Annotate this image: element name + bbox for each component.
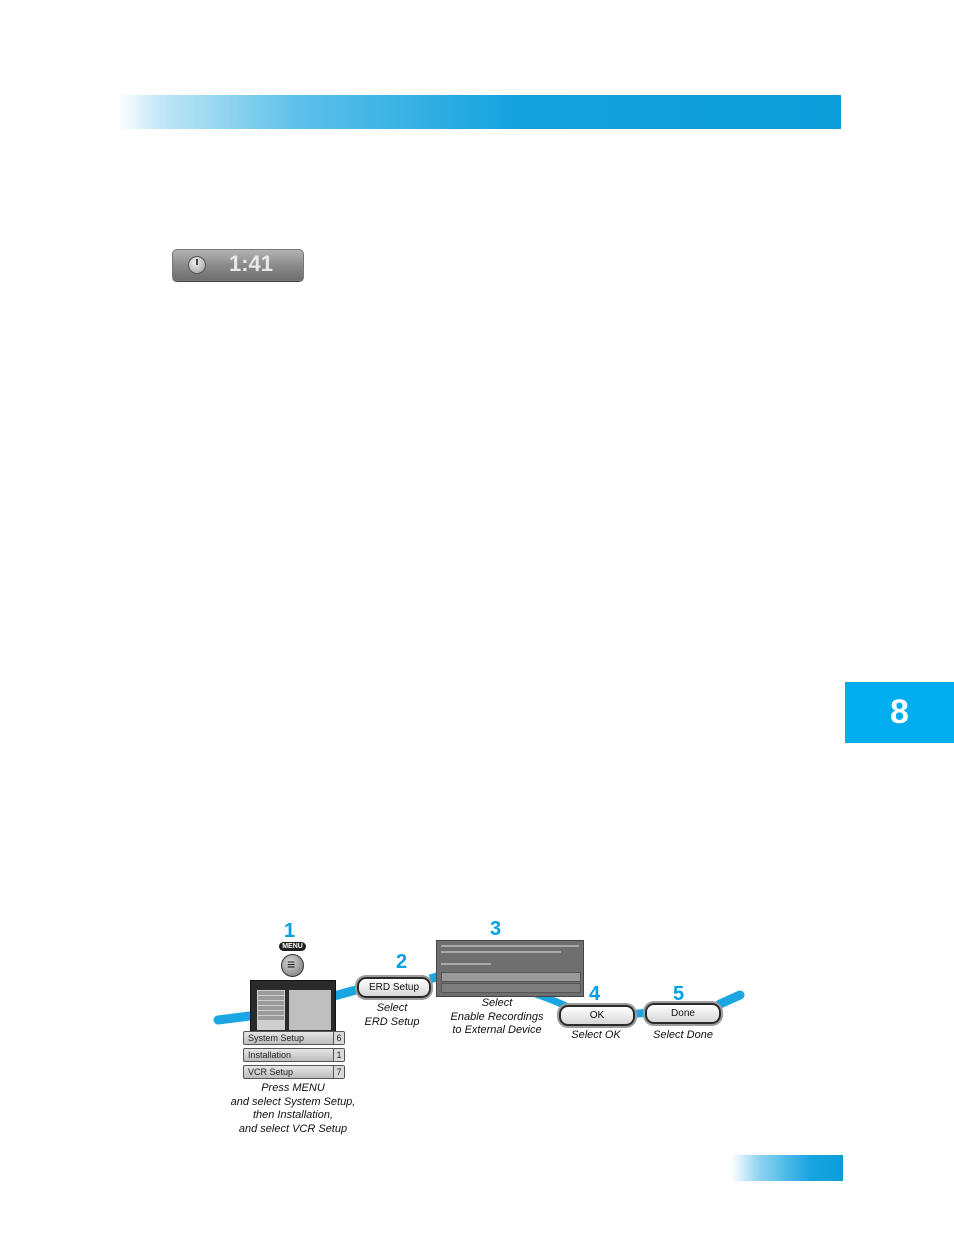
step-4-number: 4 [589,983,601,1005]
step-2-number: 2 [396,951,408,973]
step-1-number: 1 [284,920,296,942]
dialog-text-line [441,951,561,953]
caption-line: then Installation, [252,1109,334,1121]
menu-row-number: 1 [333,1049,344,1061]
step-5-number: 5 [673,983,685,1005]
caption-line: Select Done [653,1029,713,1041]
step-2-caption: Select ERD Setup [352,1002,432,1029]
footer-band [731,1155,843,1181]
caption-line: to External Device [452,1024,542,1036]
erd-dialog-screen [436,940,584,997]
dialog-text-line [441,945,579,947]
menu-row-installation: Installation 1 [243,1048,345,1062]
caption-line: Select OK [571,1029,621,1041]
menu-preview [289,990,331,1030]
ok-button: OK [559,1005,635,1026]
caption-line: Select [376,1002,408,1014]
step-4-caption: Select OK [560,1029,632,1043]
step-1-caption: Press MENU and select System Setup, then… [213,1082,373,1136]
dialog-option-disable [441,972,581,982]
menu-row-label: VCR Setup [248,1067,294,1077]
erd-setup-button: ERD Setup [357,977,431,998]
caption-line: Press MENU [261,1082,325,1094]
menu-row-number: 7 [333,1066,344,1078]
done-button: Done [645,1003,721,1024]
timer-display: 1:41 [172,249,304,281]
menu-label: MENU [279,942,306,951]
clock-icon [188,256,206,274]
caption-line: ERD Setup [364,1015,420,1028]
caption-line: Select [481,997,513,1009]
caption-line: Enable Recordings [450,1010,544,1023]
step-5-caption: Select Done [644,1029,722,1043]
remote-menu-button-icon [281,954,304,977]
menu-row-number: 6 [333,1032,344,1044]
menu-row-label: System Setup [248,1033,305,1043]
main-menu-screen [250,980,336,1035]
timer-time: 1:41 [229,251,274,276]
menu-row-system-setup: System Setup 6 [243,1031,345,1045]
step-3-caption: Select Enable Recordings to External Dev… [437,997,557,1038]
dialog-text-line [441,963,491,965]
dialog-option-enable [441,983,581,993]
header-band [118,95,841,129]
chapter-number: 8 [890,693,909,731]
step-3-number: 3 [490,918,502,940]
caption-line: and select VCR Setup [238,1122,348,1135]
caption-line: and select System Setup, [230,1095,356,1108]
menu-sidebar [257,990,285,1030]
chapter-tab: 8 [845,682,954,743]
menu-row-label: Installation [248,1050,292,1060]
menu-row-vcr-setup: VCR Setup 7 [243,1065,345,1079]
